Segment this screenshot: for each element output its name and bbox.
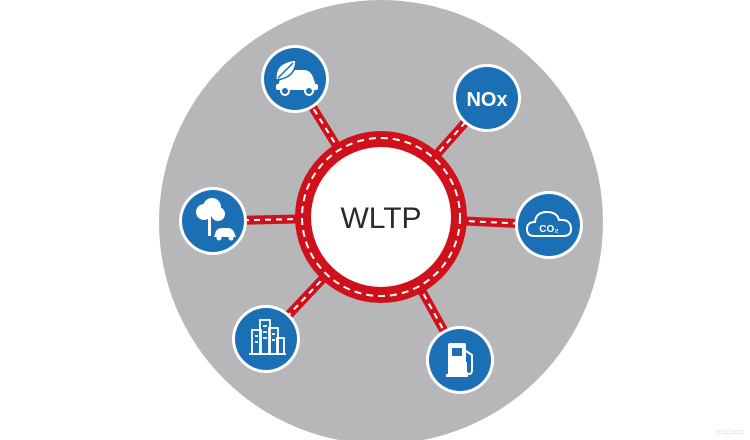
co2-cloud-icon: CO₂ [525,210,573,237]
tree-car-node [179,187,247,255]
city-buildings-node [232,305,300,373]
co2-text: CO₂ [539,224,558,235]
watermark-logo: ▭▭▭ [715,427,744,438]
co2-node: CO₂ [515,191,583,259]
nox-text: NOx [466,89,507,111]
fuel-pump-node [426,326,494,394]
fuel-pump-icon [446,343,473,377]
hub-label: WLTP [340,202,421,235]
city-buildings-icon [249,319,286,355]
nox-node: NOx [453,64,521,132]
car-leaf-icon [275,59,318,96]
hub: WLTP [295,131,467,303]
tree-car-icon [196,198,236,241]
eco-car-leaf-node [261,45,329,113]
